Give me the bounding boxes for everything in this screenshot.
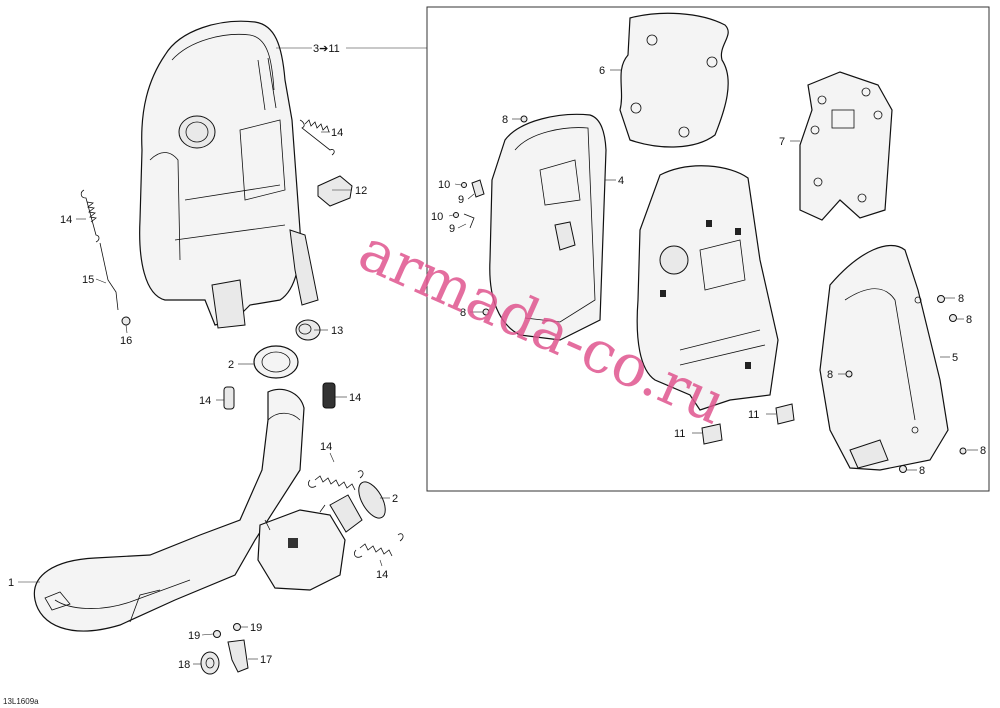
figure-code: 13L1609a [3, 697, 39, 706]
callout-2-a: 2 [228, 359, 234, 371]
callout-8-c: 8 [958, 293, 964, 305]
callout-13: 13 [331, 325, 343, 337]
rubber-mount-11-right[interactable] [775, 403, 795, 425]
callout-9-b: 9 [449, 223, 455, 235]
spring-lower-lower[interactable] [354, 533, 404, 558]
callout-1: 1 [8, 577, 14, 589]
callout-labels: 3➔11 14 12 14 15 16 13 2 14 14 14 2 14 1… [8, 43, 986, 671]
callout-19-a: 19 [188, 630, 200, 642]
callout-8-e: 8 [827, 369, 833, 381]
callout-2-b: 2 [392, 493, 398, 505]
spring-hook[interactable] [99, 242, 119, 311]
callout-19-b: 19 [250, 622, 262, 634]
exhaust-pipe[interactable] [33, 388, 305, 632]
callout-11-a: 11 [674, 428, 685, 440]
detail-box [426, 6, 990, 492]
clip-9[interactable] [463, 179, 485, 229]
washer-10[interactable] [453, 182, 467, 218]
callout-12: 12 [355, 185, 367, 197]
callout-16: 16 [120, 335, 132, 347]
muffler-body-detail[interactable] [636, 165, 779, 411]
spring-middle-left[interactable] [223, 386, 235, 410]
rubber-mount[interactable] [317, 175, 353, 207]
callout-7: 7 [779, 136, 785, 148]
callout-14-f: 14 [376, 569, 388, 581]
heat-shield-6[interactable] [619, 12, 729, 148]
callout-3-11: 3➔11 [313, 43, 340, 55]
callout-8-a: 8 [502, 114, 508, 126]
muffler-cover-5[interactable] [819, 245, 949, 471]
callout-14-c: 14 [199, 395, 211, 407]
exhaust-manifold-flange[interactable] [257, 504, 346, 591]
callout-14-e: 14 [320, 441, 332, 453]
callout-11-b: 11 [748, 409, 759, 421]
fasteners-8[interactable] [482, 115, 967, 473]
callout-10-a: 10 [438, 179, 450, 191]
gasket-upper[interactable] [253, 345, 299, 379]
callout-9-a: 9 [458, 194, 464, 206]
screw-19-left[interactable] [213, 630, 221, 638]
screw-16[interactable] [121, 316, 131, 326]
muffler-cover-4[interactable] [489, 113, 607, 341]
callout-14-d: 14 [349, 392, 361, 404]
callout-8-d: 8 [966, 314, 972, 326]
heat-shield-7[interactable] [799, 71, 893, 221]
callout-10-b: 10 [431, 211, 443, 223]
callout-8-f: 8 [980, 445, 986, 457]
muffler-assembly[interactable] [139, 20, 319, 329]
screw-19-right[interactable] [233, 623, 241, 631]
callout-8-g: 8 [919, 465, 925, 477]
callout-8-b: 8 [460, 307, 466, 319]
rubber-mount-11-left[interactable] [701, 423, 723, 445]
callout-14-b: 14 [60, 214, 72, 226]
callout-4: 4 [618, 175, 624, 187]
callout-15: 15 [82, 274, 94, 286]
spring-upper-left[interactable] [80, 189, 100, 243]
spring-middle-right[interactable] [322, 382, 336, 409]
callout-5: 5 [952, 352, 958, 364]
flange-ring[interactable] [329, 494, 363, 533]
callout-17: 17 [260, 654, 272, 666]
spring-lower-upper[interactable] [308, 470, 364, 491]
spring-upper-right[interactable] [299, 119, 335, 156]
rubber-bushing[interactable] [200, 651, 220, 675]
bracket-17[interactable] [227, 639, 249, 673]
callout-18: 18 [178, 659, 190, 671]
callout-14-a: 14 [331, 127, 343, 139]
gasket-lower[interactable] [353, 478, 390, 523]
leader-lines [18, 47, 978, 665]
callout-6: 6 [599, 65, 605, 77]
